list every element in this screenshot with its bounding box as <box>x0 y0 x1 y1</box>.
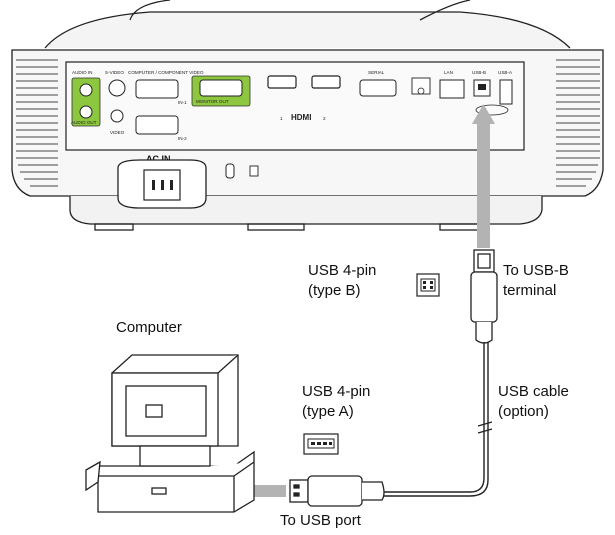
lan-label: LAN <box>444 70 453 75</box>
usb-a-connector-label-line2: (type A) <box>302 403 354 420</box>
hdmi-1-label: 1 <box>280 116 283 121</box>
hdmi-logo: HDMI <box>291 113 311 122</box>
in1-label: IN-1 <box>178 100 187 105</box>
vga-in1-port <box>135 79 179 99</box>
usb-b-connector-label-line2: (type B) <box>308 282 361 299</box>
hdmi-1-port <box>267 75 297 89</box>
video-label: VIDEO <box>110 130 125 135</box>
usb-b-port-contacts <box>478 84 486 90</box>
connector-panel <box>65 61 525 151</box>
right-vent-grille <box>556 59 600 187</box>
monitor-out-port <box>199 79 243 97</box>
kensington-slot <box>411 77 431 95</box>
usb-b-pin-icon <box>416 273 440 297</box>
serial-port <box>359 79 397 97</box>
ac-pin-left <box>152 180 155 190</box>
usb-b-label: USB-B <box>472 70 486 75</box>
usb-a-plug <box>289 475 385 507</box>
usb-cable-label-line2: (option) <box>498 403 549 420</box>
lan-port <box>439 79 465 99</box>
left-vent-grille <box>16 59 58 187</box>
serial-label: SERIAL <box>368 70 385 75</box>
usb-a-connector-label-line1: USB 4-pin <box>302 383 371 400</box>
usb-b-plug <box>470 249 498 344</box>
s-video-jack <box>108 79 126 97</box>
usb-a-label: USB-A <box>498 70 513 75</box>
computer-illustration <box>85 354 255 513</box>
usb-cable-label-line1: USB cable <box>498 383 569 400</box>
usb-a-pin-icon <box>303 433 339 455</box>
security-bar-icon <box>249 165 259 177</box>
ac-pin-right <box>170 180 173 190</box>
to-usb-b-label-line2: terminal <box>503 282 557 299</box>
vga-in2-port <box>135 115 179 135</box>
usb-cable-lower <box>384 436 485 493</box>
usb-icon <box>475 104 509 116</box>
audio-in-highlight <box>71 77 101 127</box>
arrow-to-usb-b <box>472 104 495 248</box>
hdmi-2-port <box>311 75 341 89</box>
to-usb-b-label-line1: To USB-B <box>503 262 569 279</box>
audio-in-label: AUDIO IN <box>72 70 92 75</box>
audio-out-label: AUDIO OUT <box>71 120 97 125</box>
audio-out-jack <box>79 105 93 119</box>
ac-pin-center <box>161 180 164 190</box>
in2-label: IN-2 <box>178 136 187 141</box>
usb-b-connector-label-line1: USB 4-pin <box>308 262 377 279</box>
video-jack <box>110 109 124 123</box>
usb-cable-lower-edge <box>384 436 489 497</box>
to-usb-port-label: To USB port <box>280 512 361 529</box>
ac-in-label: AC IN <box>146 154 171 164</box>
lock-icon <box>417 87 425 95</box>
lock-slot <box>225 163 235 179</box>
computer-video-label: COMPUTER / COMPONENT VIDEO <box>128 70 204 75</box>
hdmi-2-label: 2 <box>323 116 326 121</box>
monitor-out-label: MONITOR OUT <box>196 99 229 104</box>
audio-in-jack <box>79 83 93 97</box>
usb-a-port <box>499 79 513 105</box>
computer-label: Computer <box>116 319 182 336</box>
cable-break-mark <box>477 421 493 434</box>
s-video-label: S-VIDEO <box>105 70 124 75</box>
